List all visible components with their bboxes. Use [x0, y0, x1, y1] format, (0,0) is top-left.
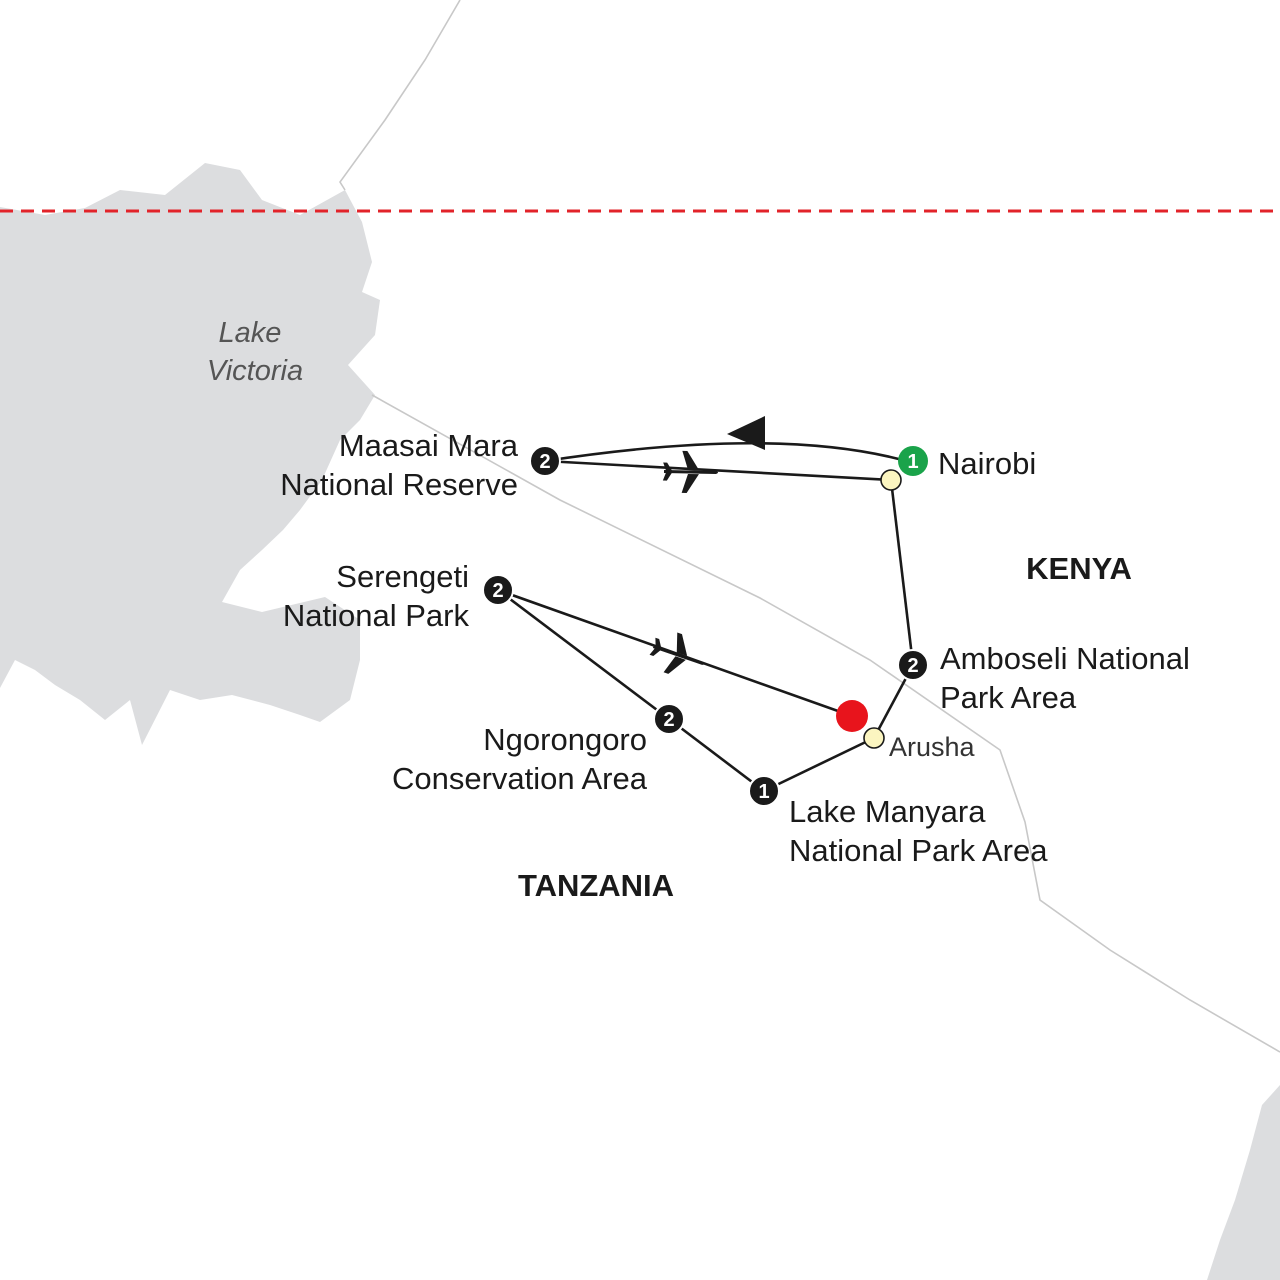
- northern-border: [339, 0, 461, 191]
- maasai-mara-nights: 2: [539, 451, 550, 473]
- route-nairobi-to-amboseli: [889, 479, 915, 666]
- ngorongoro-nights-badge: 2: [653, 703, 685, 735]
- lake-victoria-label-line1: Lake: [219, 317, 282, 349]
- lake-victoria-water: [0, 163, 380, 745]
- route-nairobi-to-maasai-mara-road: [544, 441, 911, 464]
- nairobi-city-point: [880, 469, 902, 491]
- amboseli-nights: 2: [907, 655, 918, 677]
- arusha-label: Arusha: [889, 732, 976, 762]
- coastal-land-region: [1207, 1085, 1280, 1280]
- nairobi-nights: 1: [907, 451, 918, 473]
- maasai-mara-nights-badge: 2: [529, 445, 561, 477]
- route-arusha-to-lake-manyara: [763, 736, 875, 793]
- lake-manyara-label-line1: Lake Manyara: [789, 794, 986, 829]
- plane-icon: [662, 450, 718, 493]
- lake-victoria-label-line2: Victoria: [207, 355, 303, 387]
- nairobi-nights-badge: 1: [898, 446, 928, 476]
- nairobi-label: Nairobi: [938, 446, 1036, 481]
- route-maasai-mara-to-nairobi-flight: [544, 459, 892, 482]
- arusha-city-point: [863, 727, 885, 749]
- lake-manyara-nights-badge: 1: [748, 775, 780, 807]
- ngorongoro-label-line1: Ngorongoro: [483, 722, 647, 757]
- amboseli-label-line1: Amboseli National: [940, 641, 1190, 676]
- route-ngorongoro-to-serengeti: [497, 588, 670, 721]
- route-lake-manyara-to-ngorongoro: [668, 717, 765, 793]
- lake-manyara-nights: 1: [758, 781, 769, 803]
- lake-manyara-label-line2: National Park Area: [789, 833, 1048, 868]
- country-label-kenya: KENYA: [1026, 551, 1132, 586]
- country-label-tanzania: TANZANIA: [518, 868, 674, 903]
- ngorongoro-nights: 2: [663, 709, 674, 731]
- direction-arrow-icon: [727, 416, 765, 450]
- plane-icon: [649, 632, 705, 674]
- amboseli-nights-badge: 2: [897, 649, 929, 681]
- serengeti-label-line2: National Park: [283, 598, 470, 633]
- country-borders: [339, 0, 1280, 1053]
- ngorongoro-label-line2: Conservation Area: [392, 761, 648, 796]
- maasai-mara-label-line2: National Reserve: [280, 467, 518, 502]
- amboseli-label-line2: Park Area: [940, 680, 1077, 715]
- kenya-tanzania-border: [371, 394, 1280, 1053]
- serengeti-nights: 2: [492, 580, 503, 602]
- tour-end-marker: [836, 700, 868, 732]
- serengeti-nights-badge: 2: [482, 574, 514, 606]
- serengeti-label-line1: Serengeti: [336, 559, 469, 594]
- maasai-mara-label-line1: Maasai Mara: [339, 428, 519, 463]
